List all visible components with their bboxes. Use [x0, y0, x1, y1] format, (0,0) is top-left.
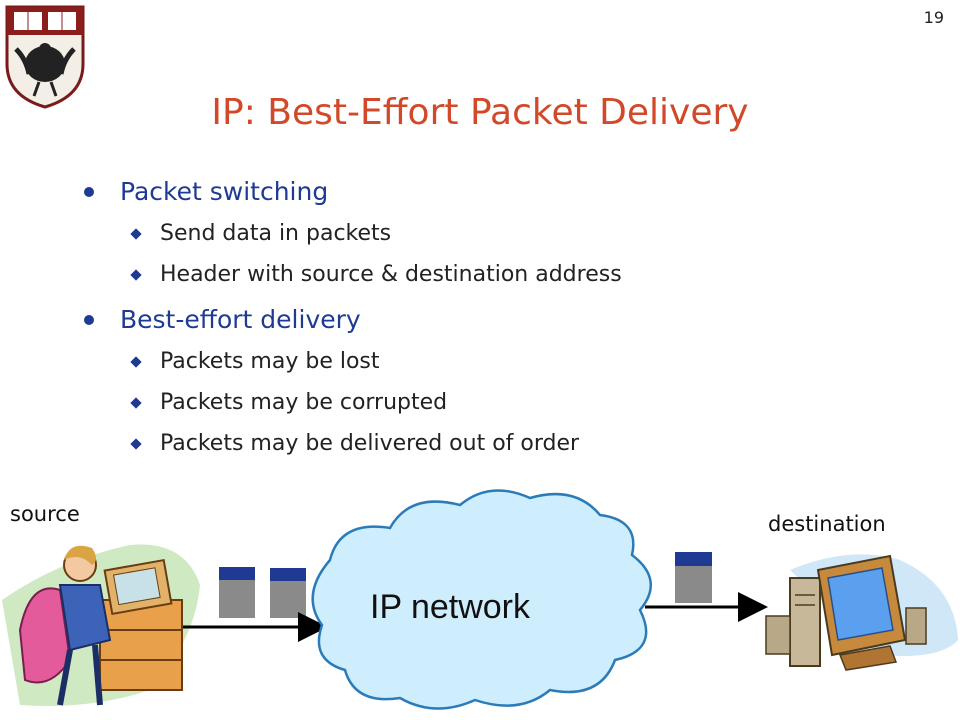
sub-bullet: Header with source & destination address: [84, 255, 944, 296]
bullet-text: Best-effort delivery: [120, 305, 361, 334]
bullet-packet-switching: Packet switching: [84, 172, 944, 214]
slide-title: IP: Best-Effort Packet Delivery: [211, 92, 749, 133]
bullet-dot-icon: [84, 315, 94, 325]
university-crest-icon: [5, 5, 85, 109]
bullet-text: Packet switching: [120, 177, 329, 206]
sub-bullet: Packets may be delivered out of order: [84, 424, 944, 465]
packet-icon: [675, 552, 712, 603]
bullet-dot-icon: [84, 187, 94, 197]
destination-label: destination: [768, 512, 886, 536]
sub-bullet-text: Packets may be corrupted: [160, 390, 448, 415]
network-label: IP network: [370, 588, 531, 626]
sub-bullet: Packets may be lost: [84, 342, 944, 383]
desktop-computer-icon: [765, 554, 958, 671]
sub-bullet: Packets may be corrupted: [84, 383, 944, 424]
ip-network-cloud: [311, 489, 653, 710]
sub-bullet-text: Packets may be lost: [160, 349, 380, 374]
sub-bullet: Send data in packets: [84, 214, 944, 255]
bullet-best-effort: Best-effort delivery: [84, 300, 944, 342]
slide-number: 19: [923, 8, 944, 27]
sub-bullet-text: Packets may be delivered out of order: [160, 431, 580, 456]
sub-bullet-text: Send data in packets: [160, 221, 392, 246]
person-at-computer-icon: [2, 544, 200, 706]
packet-icon: [270, 568, 306, 618]
sub-bullet-text: Header with source & destination address: [160, 262, 622, 287]
bullet-list: Packet switching Send data in packets He…: [84, 172, 944, 465]
packet-icon: [219, 567, 255, 618]
source-label: source: [10, 502, 80, 526]
